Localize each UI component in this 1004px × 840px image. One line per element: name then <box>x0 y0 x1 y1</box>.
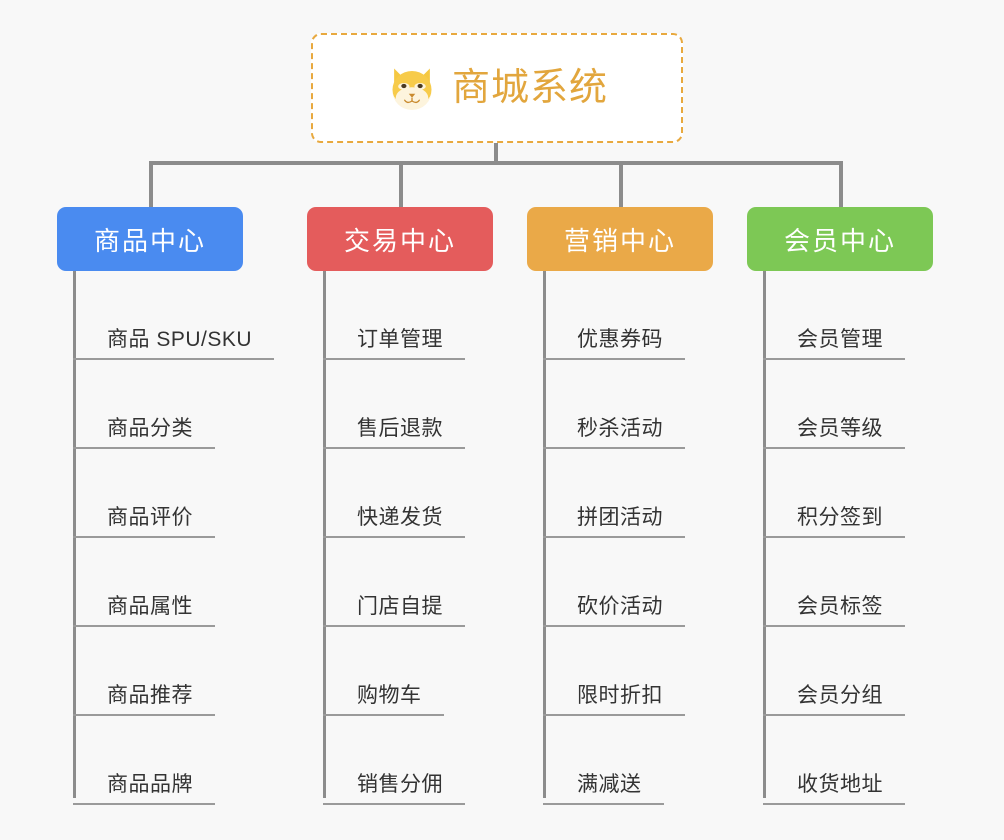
connector-drop-4 <box>839 161 843 207</box>
connector-drop-1 <box>149 161 153 207</box>
category-header-4[interactable]: 会员中心 <box>747 207 933 271</box>
list-item[interactable]: 商品评价 <box>73 449 333 538</box>
leaf-label: 商品推荐 <box>107 683 193 707</box>
category-header-2[interactable]: 交易中心 <box>307 207 493 271</box>
category-header-3-label: 营销中心 <box>563 225 676 256</box>
category-header-3[interactable]: 营销中心 <box>527 207 713 271</box>
leaf-label: 拼团活动 <box>577 505 663 529</box>
category-header-2-label: 交易中心 <box>343 225 456 256</box>
leaf-list-4: 会员管理 会员等级 积分签到 会员标签 会员分组 收货地址 <box>763 271 1004 805</box>
list-item[interactable]: 会员等级 <box>763 360 1004 449</box>
leaf-label: 门店自提 <box>357 594 443 618</box>
list-item[interactable]: 收货地址 <box>763 716 1004 805</box>
leaf-label: 销售分佣 <box>357 772 443 796</box>
leaf-label: 积分签到 <box>797 505 883 529</box>
list-item[interactable]: 商品推荐 <box>73 627 333 716</box>
leaf-label: 商品评价 <box>107 505 193 529</box>
list-item[interactable]: 销售分佣 <box>323 716 583 805</box>
leaf-label: 快递发货 <box>357 505 443 529</box>
connector-drop-2 <box>399 161 403 207</box>
leaf-label: 砍价活动 <box>577 594 663 618</box>
root-node[interactable]: 商城系统 <box>311 33 683 143</box>
list-item[interactable]: 门店自提 <box>323 538 583 627</box>
list-item[interactable]: 优惠券码 <box>543 271 803 360</box>
connector-drop-3 <box>619 161 623 207</box>
connector-root-stem <box>494 143 498 165</box>
list-item[interactable]: 秒杀活动 <box>543 360 803 449</box>
category-column-4: 会员中心 会员管理 会员等级 积分签到 会员标签 会员分组 收货地址 <box>747 207 933 805</box>
leaf-label: 订单管理 <box>357 327 443 351</box>
list-item[interactable]: 砍价活动 <box>543 538 803 627</box>
dog-face-icon <box>386 62 438 114</box>
leaf-label: 商品属性 <box>107 594 193 618</box>
leaf-label: 会员管理 <box>797 327 883 351</box>
category-header-4-label: 会员中心 <box>783 225 896 256</box>
list-item[interactable]: 会员分组 <box>763 627 1004 716</box>
list-item[interactable]: 限时折扣 <box>543 627 803 716</box>
leaf-label: 购物车 <box>357 683 422 707</box>
list-item[interactable]: 售后退款 <box>323 360 583 449</box>
list-item[interactable]: 拼团活动 <box>543 449 803 538</box>
leaf-label: 商品分类 <box>107 416 193 440</box>
list-item[interactable]: 会员标签 <box>763 538 1004 627</box>
leaf-label: 优惠券码 <box>577 327 663 351</box>
leaf-label: 会员分组 <box>797 683 883 707</box>
leaf-label: 会员等级 <box>797 416 883 440</box>
list-item[interactable]: 会员管理 <box>763 271 1004 360</box>
leaf-label: 满减送 <box>577 772 642 796</box>
category-spine-4 <box>763 271 766 798</box>
leaf-list-1: 商品 SPU/SKU 商品分类 商品评价 商品属性 商品推荐 商品品牌 <box>73 271 333 805</box>
list-item[interactable]: 积分签到 <box>763 449 1004 538</box>
category-spine-3 <box>543 271 546 798</box>
list-item[interactable]: 商品属性 <box>73 538 333 627</box>
root-title: 商城系统 <box>451 67 608 109</box>
category-spine-1 <box>73 271 76 798</box>
leaf-label: 秒杀活动 <box>577 416 663 440</box>
category-spine-2 <box>323 271 326 798</box>
connector-horizontal-bar <box>149 161 840 165</box>
list-item[interactable]: 满减送 <box>543 716 803 805</box>
leaf-label: 限时折扣 <box>577 683 663 707</box>
leaf-label: 会员标签 <box>797 594 883 618</box>
list-item[interactable]: 购物车 <box>323 627 583 716</box>
leaf-list-3: 优惠券码 秒杀活动 拼团活动 砍价活动 限时折扣 满减送 <box>543 271 803 805</box>
list-item[interactable]: 商品 SPU/SKU <box>73 271 333 360</box>
category-column-3: 营销中心 优惠券码 秒杀活动 拼团活动 砍价活动 限时折扣 满减送 <box>527 207 713 805</box>
category-column-2: 交易中心 订单管理 售后退款 快递发货 门店自提 购物车 销售分佣 <box>307 207 493 805</box>
category-header-1[interactable]: 商品中心 <box>57 207 243 271</box>
category-column-1: 商品中心 商品 SPU/SKU 商品分类 商品评价 商品属性 商品推荐 商品品牌 <box>57 207 275 805</box>
leaf-list-2: 订单管理 售后退款 快递发货 门店自提 购物车 销售分佣 <box>323 271 583 805</box>
list-item[interactable]: 商品分类 <box>73 360 333 449</box>
leaf-label: 售后退款 <box>357 416 443 440</box>
category-header-1-label: 商品中心 <box>93 225 206 256</box>
list-item[interactable]: 快递发货 <box>323 449 583 538</box>
list-item[interactable]: 订单管理 <box>323 271 583 360</box>
leaf-label: 收货地址 <box>797 772 883 796</box>
list-item[interactable]: 商品品牌 <box>73 716 333 805</box>
leaf-label: 商品品牌 <box>107 772 193 796</box>
leaf-label: 商品 SPU/SKU <box>107 327 253 351</box>
